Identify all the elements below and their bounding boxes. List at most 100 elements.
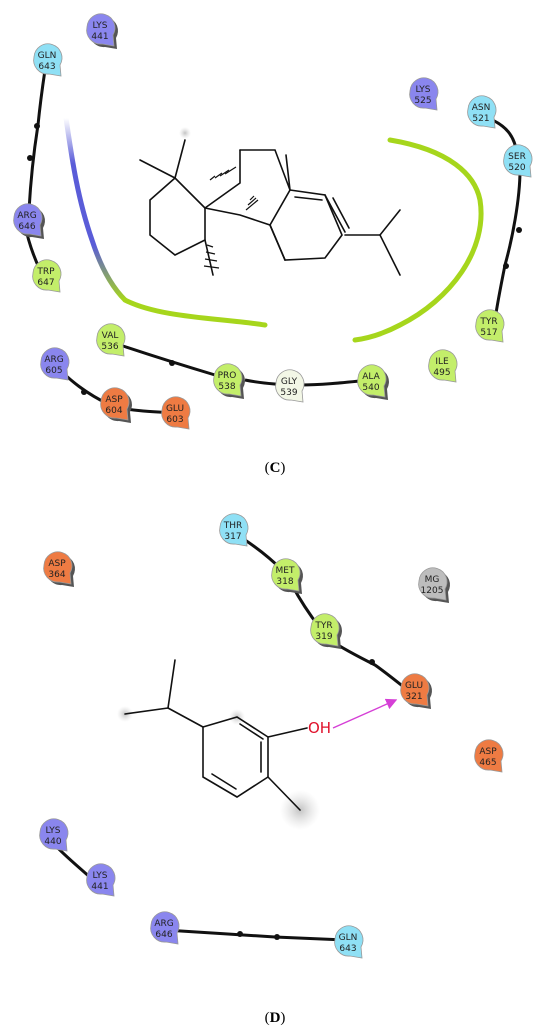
residue-pro-538-c[interactable]: PRO 538	[213, 363, 245, 399]
pocket-green-right	[352, 137, 484, 343]
svg-text:364: 364	[48, 570, 65, 580]
residue-asp-465-d[interactable]: ASP 465	[474, 739, 504, 773]
svg-text:GLN: GLN	[339, 933, 358, 943]
svg-text:540: 540	[362, 383, 379, 393]
residue-lys-440-d[interactable]: LYS 440	[39, 818, 69, 852]
pocket-outline	[63, 115, 484, 343]
svg-text:ILE: ILE	[435, 357, 449, 367]
residue-trp-647-c[interactable]: TRP 647	[32, 259, 62, 293]
svg-text:441: 441	[91, 882, 108, 892]
backbone-nodes	[27, 123, 522, 395]
svg-text:ASN: ASN	[472, 103, 491, 113]
residue-arg-646-c[interactable]: ARG 646	[13, 203, 45, 239]
svg-text:TYR: TYR	[479, 317, 497, 327]
panel-label-c: (C)	[265, 460, 286, 476]
residue-gln-643-c[interactable]: GLN 643	[33, 43, 63, 77]
residue-ala-540-c[interactable]: ALA 540	[357, 364, 389, 400]
svg-text:539: 539	[280, 388, 297, 398]
svg-text:318: 318	[276, 577, 293, 587]
pocket-green-bottom-left	[122, 297, 268, 328]
svg-text:603: 603	[166, 415, 183, 425]
svg-text:538: 538	[218, 382, 235, 392]
residue-mg-1205-d[interactable]: MG 1205	[418, 567, 450, 603]
residue-arg-605-c[interactable]: ARG 605	[40, 347, 70, 381]
residue-asp-604-c[interactable]: ASP 604	[100, 387, 132, 423]
panel-c: LYS 441 GLN 643 ARG 646 TRP 647 LYS	[13, 13, 533, 476]
residue-asp-364-d[interactable]: ASP 364	[43, 551, 75, 587]
residues-panel-c: LYS 441 GLN 643 ARG 646 TRP 647 LYS	[13, 13, 533, 430]
svg-text:646: 646	[155, 930, 172, 940]
svg-text:525: 525	[414, 96, 431, 106]
svg-text:604: 604	[105, 406, 122, 416]
svg-text:GLY: GLY	[281, 377, 298, 387]
residue-lys-525-c[interactable]: LYS 525	[409, 77, 439, 111]
svg-text:MET: MET	[276, 566, 295, 576]
svg-text:ALA: ALA	[362, 372, 380, 382]
svg-text:ASP: ASP	[48, 559, 66, 569]
svg-text:517: 517	[480, 328, 497, 338]
residue-tyr-319-d[interactable]: TYR 319	[310, 613, 342, 649]
svg-text:1205: 1205	[421, 586, 444, 596]
svg-text:LYS: LYS	[45, 826, 60, 836]
svg-text:LYS: LYS	[92, 21, 107, 31]
residue-arg-646-d[interactable]: ARG 646	[150, 911, 180, 945]
residue-ser-520-c[interactable]: SER 520	[503, 144, 533, 178]
backbone-nodes-d	[237, 659, 375, 940]
svg-text:643: 643	[339, 944, 356, 954]
ligand-c-structure	[139, 127, 401, 276]
svg-text:ASP: ASP	[479, 747, 497, 757]
svg-text:LYS: LYS	[92, 871, 107, 881]
hbond-arrow	[332, 698, 398, 729]
ligand-d-structure: OH	[117, 659, 398, 830]
residues-panel-d: THR 317 ASP 364 MET 318 MG 1205	[39, 513, 504, 959]
svg-text:GLU: GLU	[405, 681, 423, 691]
residue-glu-603-c[interactable]: GLU 603	[161, 396, 191, 430]
residue-gly-539-c[interactable]: GLY 539	[275, 369, 305, 403]
svg-text:605: 605	[45, 366, 62, 376]
svg-text:646: 646	[18, 222, 35, 232]
svg-text:VAL: VAL	[102, 331, 119, 341]
svg-text:440: 440	[44, 837, 61, 847]
residue-met-318-d[interactable]: MET 318	[271, 558, 303, 594]
svg-text:PRO: PRO	[218, 371, 237, 381]
svg-text:TYR: TYR	[314, 621, 332, 631]
residue-lys-441-c[interactable]: LYS 441	[86, 13, 118, 50]
svg-text:647: 647	[37, 278, 54, 288]
ligand-c-stereo-hashes	[203, 166, 259, 269]
svg-text:ASP: ASP	[105, 395, 123, 405]
residue-val-536-c[interactable]: VAL 536	[96, 323, 126, 357]
residue-glu-321-d[interactable]: GLU 321	[400, 673, 432, 709]
residue-tyr-517-c[interactable]: TYR 517	[475, 309, 505, 343]
svg-text:465: 465	[479, 758, 496, 768]
residue-lys-441-d[interactable]: LYS 441	[86, 863, 116, 897]
svg-text:GLU: GLU	[166, 404, 184, 414]
panel-d: OH THR 317 ASP 364 MET 318	[39, 513, 504, 1026]
svg-text:521: 521	[472, 114, 489, 124]
residue-ile-495-c[interactable]: ILE 495	[428, 349, 458, 383]
ligand-d-oh-label: OH	[308, 719, 331, 737]
svg-text:GLN: GLN	[38, 51, 57, 61]
svg-text:THR: THR	[223, 521, 243, 531]
pocket-blue-segment	[63, 115, 128, 303]
svg-text:643: 643	[38, 62, 55, 72]
residue-asn-521-c[interactable]: ASN 521	[467, 95, 497, 129]
svg-text:ARG: ARG	[154, 919, 173, 929]
svg-text:ARG: ARG	[17, 211, 36, 221]
svg-text:495: 495	[433, 368, 450, 378]
panel-label-d: (D)	[265, 1010, 286, 1026]
residue-gln-643-d[interactable]: GLN 643	[334, 925, 364, 959]
svg-text:SER: SER	[508, 152, 526, 162]
svg-text:520: 520	[508, 163, 525, 173]
svg-text:LYS: LYS	[415, 85, 430, 95]
svg-text:ARG: ARG	[44, 355, 63, 365]
residue-thr-317-d[interactable]: THR 317	[219, 513, 249, 547]
svg-text:TRP: TRP	[36, 267, 55, 277]
svg-text:MG: MG	[425, 575, 440, 585]
svg-text:317: 317	[224, 532, 241, 542]
svg-text:536: 536	[101, 342, 118, 352]
svg-text:441: 441	[91, 32, 108, 42]
svg-text:319: 319	[315, 632, 332, 642]
ligand-c-halo	[179, 127, 191, 139]
svg-text:321: 321	[405, 692, 422, 702]
